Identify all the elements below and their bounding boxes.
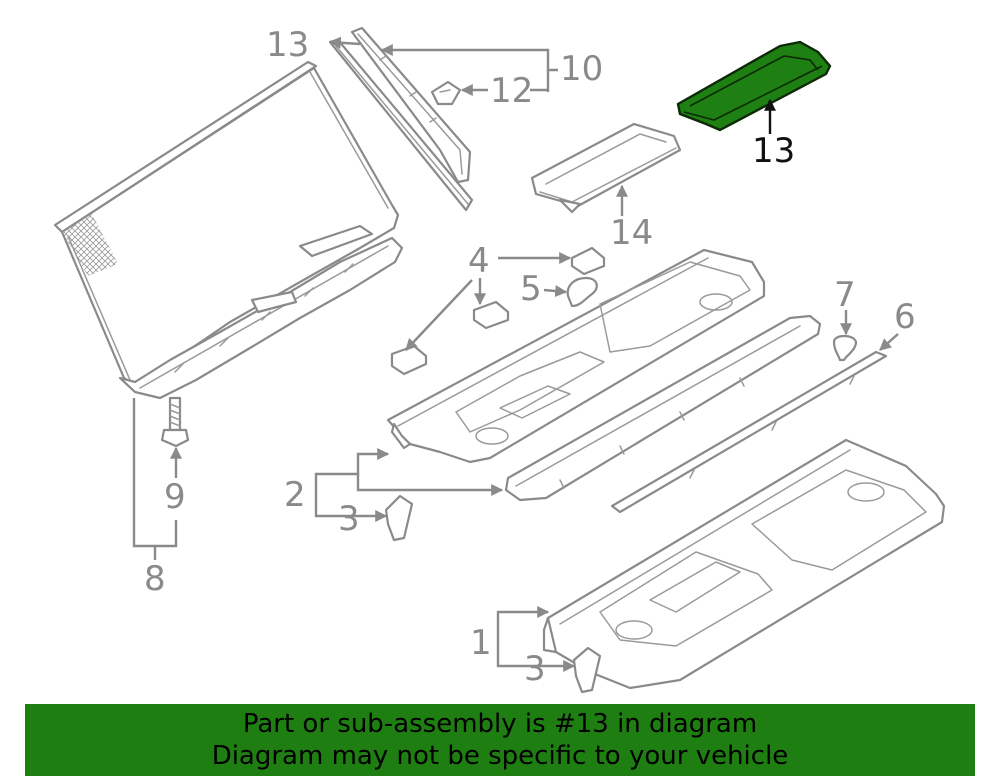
highlighted-part-13 — [676, 40, 832, 132]
banner-line-1: Part or sub-assembly is #13 in diagram — [242, 709, 758, 739]
callout-8: 8 — [144, 559, 166, 599]
callout-1: 1 — [470, 623, 492, 663]
bracket-lower — [572, 646, 602, 694]
cover — [530, 122, 682, 214]
bolt — [160, 396, 190, 448]
callout-7: 7 — [834, 275, 856, 315]
callout-5: 5 — [520, 269, 542, 309]
callout-4: 4 — [468, 241, 490, 281]
upper-tray-bar — [504, 314, 822, 502]
hook — [566, 276, 598, 308]
callout-labels: 13 10 12 13 14 4 5 7 6 2 3 9 8 1 3 — [144, 25, 916, 689]
callout-12: 13 — [266, 25, 309, 65]
seal-strip — [610, 350, 888, 514]
exploded-parts-diagram: 13 10 12 13 14 4 5 7 6 2 3 9 8 1 3 — [53, 25, 946, 694]
lower-package-tray — [542, 438, 946, 690]
upper-package-tray — [386, 248, 766, 464]
callout-14: 14 — [610, 213, 653, 253]
callout-6: 6 — [894, 297, 916, 337]
callout-10: 10 — [560, 49, 603, 89]
info-banner: Part or sub-assembly is #13 in diagram D… — [25, 704, 975, 776]
grommets — [390, 246, 606, 376]
clip — [430, 80, 462, 106]
callout-3-upper: 3 — [338, 499, 360, 539]
callout-11: 12 — [490, 71, 533, 111]
callout-2: 2 — [284, 475, 306, 515]
callout-9: 9 — [164, 477, 186, 517]
banner-line-2: Diagram may not be specific to your vehi… — [211, 741, 789, 771]
callout-3-lower: 3 — [524, 649, 546, 689]
bracket-upper — [384, 494, 414, 542]
guide-rail — [350, 26, 472, 184]
callout-13: 13 — [752, 131, 795, 171]
push-pin — [832, 334, 858, 362]
leader-lines — [132, 36, 899, 672]
sunshade-roller-blind — [53, 60, 404, 400]
